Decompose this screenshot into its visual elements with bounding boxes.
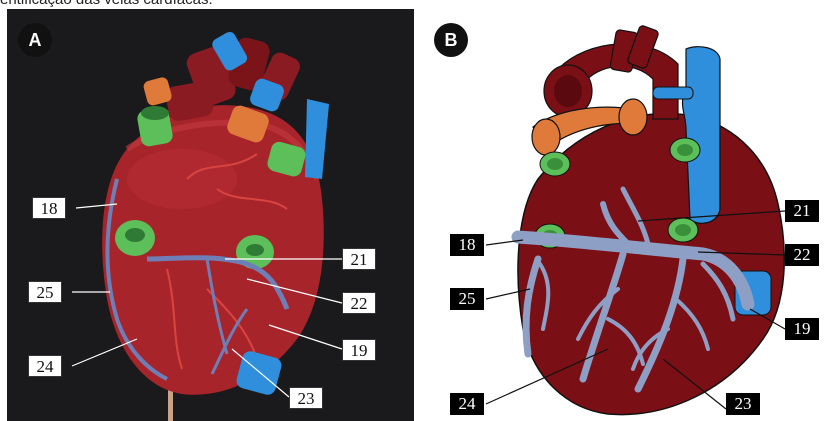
label-a-25: 25 [28,281,62,303]
label-b-18: 18 [450,234,484,256]
label-a-19: 19 [342,339,376,361]
model-inferior-vena-cava [305,99,329,179]
figure-caption: entificação das veias cardíacas. [0,0,832,9]
label-b-23: 23 [726,393,760,415]
label-b-25: 25 [450,288,484,310]
panel-a-badge: A [18,23,52,57]
label-a-22: 22 [342,292,376,314]
label-b-24: 24 [450,393,484,415]
label-a-18: 18 [32,197,66,219]
label-a-21: 21 [342,248,376,270]
heart-diagram-illustration [428,9,832,421]
panel-a-heart-model: A 18 25 24 21 22 19 23 [7,9,414,421]
label-b-22: 22 [785,244,819,266]
panel-b-badge: B [434,23,468,57]
label-a-23: 23 [289,387,323,409]
label-b-19: 19 [785,318,819,340]
label-b-21: 21 [785,200,819,222]
panel-b-heart-diagram: B 18 25 24 21 22 19 23 [428,9,832,421]
label-a-24: 24 [28,355,62,377]
